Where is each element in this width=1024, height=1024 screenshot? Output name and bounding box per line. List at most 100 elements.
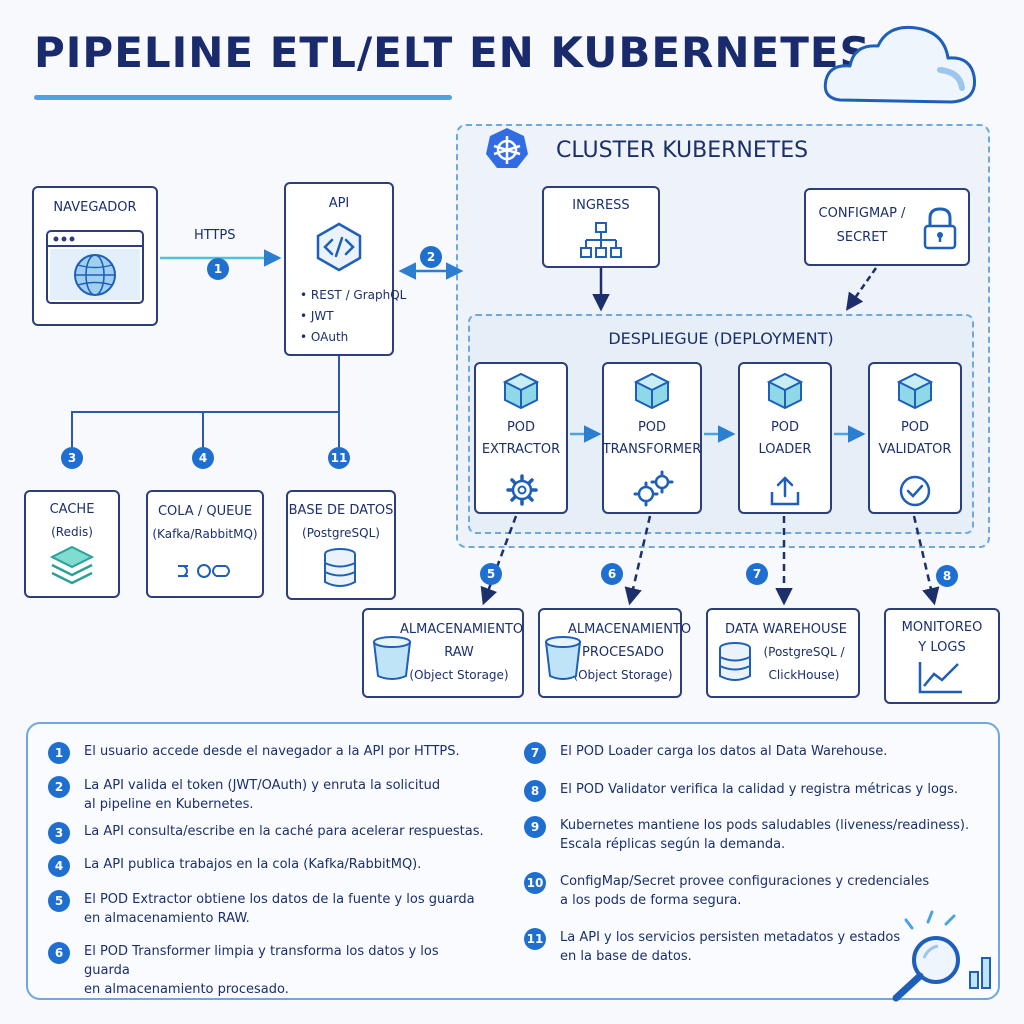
- pod-loader-line2: LOADER: [758, 442, 812, 457]
- legend-text: La API valida el token (JWT/OAuth) y enr…: [84, 778, 441, 812]
- legend-panel: [26, 722, 1000, 1000]
- legend-text: El POD Validator verifica la calidad y r…: [560, 782, 959, 797]
- cache-sublabel: (Redis): [51, 525, 93, 539]
- browser-label: NAVEGADOR: [53, 200, 137, 215]
- legend-item: 7 El POD Loader carga los datos al Data …: [524, 742, 984, 764]
- ingress-box: [542, 186, 660, 268]
- legend-item: 6 El POD Transformer limpia y transforma…: [48, 942, 488, 999]
- arrow-extractor-raw: [480, 515, 518, 606]
- cache-box: [24, 490, 120, 598]
- bucket-icon-processed: [544, 636, 582, 680]
- configmap-label-2: SECRET: [836, 230, 888, 245]
- legend-item: 9 Kubernetes mantiene los pods saludable…: [524, 816, 984, 854]
- legend-item: 1 El usuario accede desde el navegador a…: [48, 742, 488, 764]
- code-icon: [316, 222, 362, 272]
- legend-text: El POD Extractor obtiene los datos de la…: [84, 892, 475, 926]
- connector-api-stores: [71, 356, 340, 448]
- ingress-label: INGRESS: [572, 198, 630, 213]
- monitoring-box: [884, 608, 1000, 704]
- legend-badge: 11: [524, 928, 546, 950]
- badge-1: 1: [207, 258, 229, 280]
- legend-item: 3 La API consulta/escribe en la caché pa…: [48, 822, 488, 844]
- legend-badge: 6: [48, 942, 70, 964]
- api-label: API: [328, 196, 350, 211]
- legend-item: 4 La API publica trabajos en la cola (Ka…: [48, 855, 488, 877]
- page-title: PIPELINE ETL/ELT EN KUBERNETES: [34, 28, 871, 77]
- storage-raw-line1: ALMACENAMIENTO: [400, 622, 524, 637]
- network-tree-icon: [580, 222, 622, 258]
- storage-raw-line3: (Object Storage): [409, 668, 509, 682]
- pod-extractor-line2: EXTRACTOR: [481, 442, 561, 457]
- badge-4: 4: [192, 447, 214, 469]
- legend-badge: 1: [48, 742, 70, 764]
- legend-text: Kubernetes mantiene los pods saludables …: [560, 818, 970, 852]
- warehouse-line3: ClickHouse): [768, 668, 840, 682]
- api-item-rest: • REST / GraphQL: [300, 288, 407, 302]
- database-sublabel: (PostgreSQL): [302, 526, 380, 540]
- browser-window-icon: [46, 230, 144, 304]
- badge-2: 2: [420, 246, 442, 268]
- deployment-label: DESPLIEGUE (DEPLOYMENT): [608, 329, 834, 348]
- database-icon-warehouse: [719, 642, 751, 681]
- api-item-jwt: • JWT: [300, 309, 334, 323]
- legend-text: La API publica trabajos en la cola (Kafk…: [84, 857, 422, 872]
- legend-badge: 5: [48, 890, 70, 912]
- warehouse-line2: (PostgreSQL /: [763, 645, 845, 659]
- title-underline: [34, 95, 452, 100]
- badge-5: 5: [480, 563, 502, 585]
- queue-box: [146, 490, 264, 598]
- legend-badge: 10: [524, 872, 546, 894]
- magnifier-chart-icon: [892, 910, 991, 1002]
- legend-badge: 8: [524, 780, 546, 802]
- database-icon: [324, 548, 356, 587]
- badge-11: 11: [328, 447, 350, 469]
- legend-badge: 3: [48, 822, 70, 844]
- pod-extractor-line1: POD: [506, 420, 536, 435]
- legend-item: 11 La API y los servicios persisten meta…: [524, 928, 904, 966]
- arrow-validator-monitoring: [912, 515, 940, 606]
- badge-3: 3: [61, 447, 83, 469]
- queue-label: COLA / QUEUE: [157, 504, 253, 519]
- line-chart-icon: [918, 662, 962, 694]
- legend-item: 5 El POD Extractor obtiene los datos de …: [48, 890, 488, 928]
- pod-transformer-line2: TRANSFORMER: [602, 442, 702, 457]
- bucket-icon-raw: [372, 636, 412, 680]
- legend-text: ConfigMap/Secret provee configuraciones …: [560, 874, 930, 908]
- legend-badge: 9: [524, 816, 546, 838]
- layers-icon: [49, 545, 95, 585]
- monitoring-line1: MONITOREO: [901, 620, 983, 635]
- pod-loader-line1: POD: [770, 420, 800, 435]
- legend-text: El POD Loader carga los datos al Data Wa…: [560, 744, 888, 759]
- legend-badge: 4: [48, 855, 70, 877]
- storage-raw-line2: RAW: [444, 645, 474, 660]
- pod-validator-box: [868, 362, 962, 514]
- badge-6: 6: [601, 563, 623, 585]
- pod-transformer-line1: POD: [637, 420, 667, 435]
- kubernetes-logo-icon: [486, 128, 528, 168]
- legend-text: El usuario accede desde el navegador a l…: [84, 744, 460, 759]
- api-item-oauth: • OAuth: [300, 330, 349, 344]
- cache-label: CACHE: [49, 502, 95, 517]
- pod-validator-line1: POD: [900, 420, 930, 435]
- monitoring-line2: Y LOGS: [918, 640, 966, 655]
- legend-item: 10 ConfigMap/Secret provee configuracion…: [524, 872, 984, 910]
- legend-text: El POD Transformer limpia y transforma l…: [84, 944, 439, 997]
- gear-icon: [506, 474, 538, 506]
- legend-badge: 7: [524, 742, 546, 764]
- storage-processed-line1: ALMACENAMIENTO: [568, 622, 692, 637]
- storage-processed-line3: (Object Storage): [573, 668, 673, 682]
- legend-text: La API consulta/escribe en la caché para…: [84, 824, 484, 839]
- warehouse-line1: DATA WAREHOUSE: [725, 622, 847, 637]
- legend-item: 8 El POD Validator verifica la calidad y…: [524, 780, 984, 802]
- arrow-config-deploy: [845, 267, 878, 311]
- legend-item: 2 La API valida el token (JWT/OAuth) y e…: [48, 776, 488, 814]
- badge-8: 8: [936, 565, 958, 587]
- queue-icon: [178, 564, 230, 578]
- storage-processed-line2: PROCESADO: [581, 645, 665, 660]
- checkmark-circle-icon: [899, 475, 931, 507]
- legend-text: La API y los servicios persisten metadat…: [560, 930, 901, 964]
- queue-sublabel: (Kafka/RabbitMQ): [152, 527, 258, 541]
- gears-icon: [633, 470, 674, 507]
